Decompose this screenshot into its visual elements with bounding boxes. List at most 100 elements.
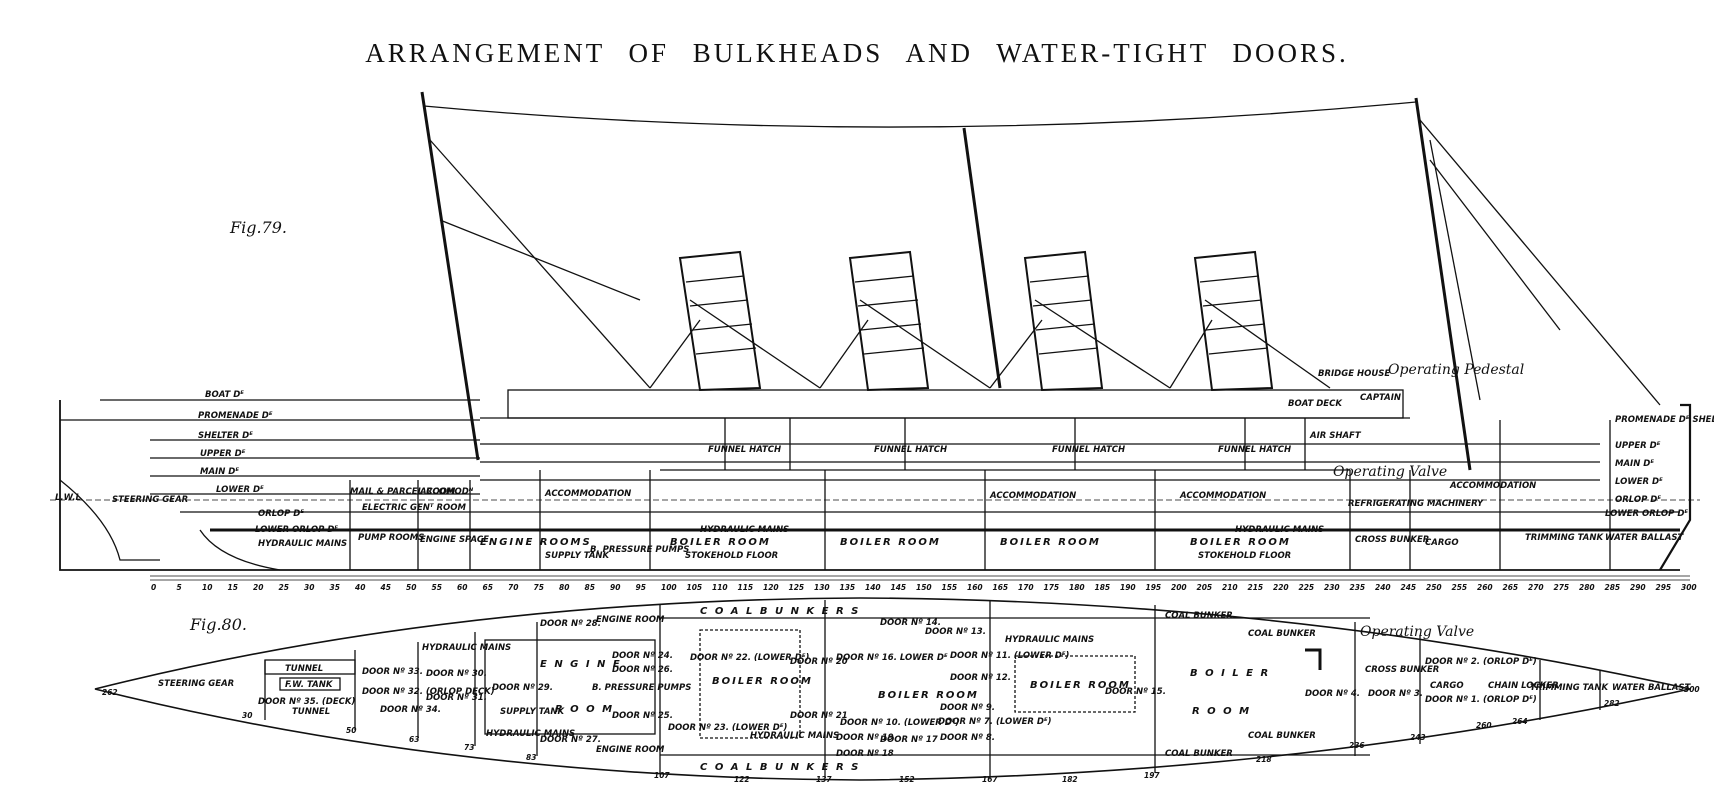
frame-number: 185: [1095, 583, 1111, 592]
frame-number: 150: [916, 583, 932, 592]
coal-bunker-label: COAL BUNKER: [1165, 611, 1233, 621]
funnel-hatch-label: FUNNEL HATCH: [1052, 445, 1125, 455]
frame-number: 10: [202, 583, 212, 592]
deck-label-fwd: MAIN Dᴱ: [1615, 459, 1654, 469]
frame-number: 55: [432, 583, 442, 592]
hydraulic-mains-label: HYDRAULIC MAINS: [422, 643, 511, 653]
frame-number: 195: [1146, 583, 1162, 592]
frame-number: 105: [687, 583, 703, 592]
deck-label-fwd: LOWER Dᴱ: [1615, 477, 1663, 487]
plan-frame-number: 300: [1684, 685, 1700, 694]
frame-number: 290: [1630, 583, 1646, 592]
hull-keel: [59, 400, 1680, 571]
door-label: DOOR Nº 1. (ORLOP Dᴱ): [1425, 695, 1537, 705]
chain-locker-label: CHAIN LOCKER: [1488, 681, 1559, 691]
operating-pedestal-label: Operating Pedestal: [1388, 362, 1524, 378]
pumps-label: B. PRESSURE PUMPS: [590, 545, 689, 555]
plan-frame-number: 243: [1410, 733, 1426, 742]
plan-frame-number: 264: [1512, 717, 1528, 726]
door-label: DOOR Nº 12.: [950, 673, 1011, 683]
plan-frame-number: 83: [526, 753, 536, 762]
door-label: DOOR Nº 9.: [940, 703, 995, 713]
boiler-room-label: BOILER ROOM: [1190, 537, 1291, 548]
frame-number: 80: [559, 583, 569, 592]
door-label: DOOR Nº 28.: [540, 619, 601, 629]
hydraulic-mains-label: HYDRAULIC MAINS: [258, 539, 347, 549]
door-label: DOOR Nº 29.: [492, 683, 553, 693]
frame-number: 135: [840, 583, 856, 592]
engine-label: E N G I N E: [540, 659, 622, 670]
bow: [1659, 403, 1692, 571]
deck-label: LOWER Dᴱ: [216, 485, 264, 495]
deck-label: UPPER Dᴱ: [200, 449, 246, 459]
plan-frame-number: 167: [982, 775, 998, 784]
frame-number: 295: [1656, 583, 1672, 592]
lwl-label: L.W.L: [55, 493, 81, 503]
cargo-label: CARGO: [1425, 538, 1459, 548]
engine-rooms-label: ENGINE ROOMS: [480, 537, 592, 548]
hydraulic-mains-label: HYDRAULIC MAINS: [700, 525, 789, 535]
deck-label-fwd: LOWER ORLOP Dᴱ: [1605, 509, 1688, 519]
door-label: DOOR Nº 7. (LOWER Dᴱ): [938, 717, 1052, 727]
funnel-hatch-label: FUNNEL HATCH: [874, 445, 947, 455]
room-label: R O O M: [555, 704, 614, 715]
cross-bunker-label: CROSS BUNKER: [1355, 535, 1429, 545]
frame-number: 190: [1120, 583, 1136, 592]
funnel-hatch-label: FUNNEL HATCH: [1218, 445, 1291, 455]
frame-number: 245: [1401, 583, 1417, 592]
electric-room-label: ELECTRIC GENᵀ ROOM: [362, 503, 466, 513]
coal-bunkers-label: C O A L B U N K E R S: [700, 606, 860, 617]
room-label: R O O M: [1192, 706, 1251, 717]
trimming-tank-label: TRIMMING TANK: [1530, 683, 1609, 693]
frame-number: 210: [1222, 583, 1238, 592]
refrigerating-label: REFRIGERATING MACHINERY: [1348, 499, 1484, 509]
frame-number: 270: [1528, 583, 1544, 592]
plan-frame-number: 236: [1349, 741, 1365, 750]
frame-number: 75: [534, 583, 544, 592]
steering-gear-plan-label: STEERING GEAR: [158, 679, 234, 689]
accommodation-label: ACCOMODᴺ: [419, 487, 474, 497]
plan-frame-number: 30: [242, 711, 252, 720]
supply-tank-label: SUPPLY TANK: [500, 707, 566, 717]
stokehold-floor-label: STOKEHOLD FLOOR: [685, 551, 778, 561]
door-label: DOOR Nº 32. (ORLOP DECK): [362, 687, 495, 697]
frame-number: 30: [304, 583, 314, 592]
tunnel-label: TUNNEL: [292, 707, 330, 717]
aerial-wire: [423, 101, 1417, 128]
door-label: DOOR Nº 27.: [540, 735, 601, 745]
frame-number: 70: [508, 583, 518, 592]
frame-number: 40: [355, 583, 365, 592]
frame-number: 250: [1426, 583, 1442, 592]
frame-number: 60: [457, 583, 467, 592]
funnel-1: [649, 250, 821, 392]
plan-frame-number: 152: [899, 775, 915, 784]
door-label: DOOR Nº 25.: [612, 711, 673, 721]
frame-number: 220: [1273, 583, 1289, 592]
plan-frame-number: 218: [1256, 755, 1272, 764]
deck-label-fwd: UPPER Dᴱ: [1615, 441, 1661, 451]
door-label: DOOR Nº 20: [790, 657, 848, 667]
door-label: DOOR Nº 22. (LOWER Dᴱ): [690, 653, 810, 663]
deck-label: BOAT Dᴱ: [205, 390, 244, 400]
deck-label: PROMENADE Dᴱ: [198, 411, 273, 421]
accommodation-label: ACCOMMODATION: [544, 489, 631, 499]
boat-deck-house: [507, 389, 1404, 419]
deck-label: MAIN Dᴱ: [200, 467, 239, 477]
door-label: DOOR Nº 19: [836, 733, 894, 743]
coal-bunkers-label: C O A L B U N K E R S: [700, 762, 860, 773]
frame-number: 95: [636, 583, 646, 592]
frame-number: 45: [381, 583, 391, 592]
door-label: DOOR Nº 21: [790, 711, 848, 721]
frame-number: 225: [1299, 583, 1315, 592]
door-label: DOOR Nº 33.: [362, 667, 423, 677]
frame-number: 205: [1197, 583, 1213, 592]
door-label: DOOR Nº 30.: [426, 669, 487, 679]
frame-number: 155: [942, 583, 958, 592]
coal-bunker-label: COAL BUNKER: [1248, 629, 1316, 639]
frame-number: 125: [789, 583, 805, 592]
door-label: DOOR Nº 31.: [426, 693, 487, 703]
frame-number: 175: [1044, 583, 1060, 592]
frame-number: 215: [1248, 583, 1264, 592]
